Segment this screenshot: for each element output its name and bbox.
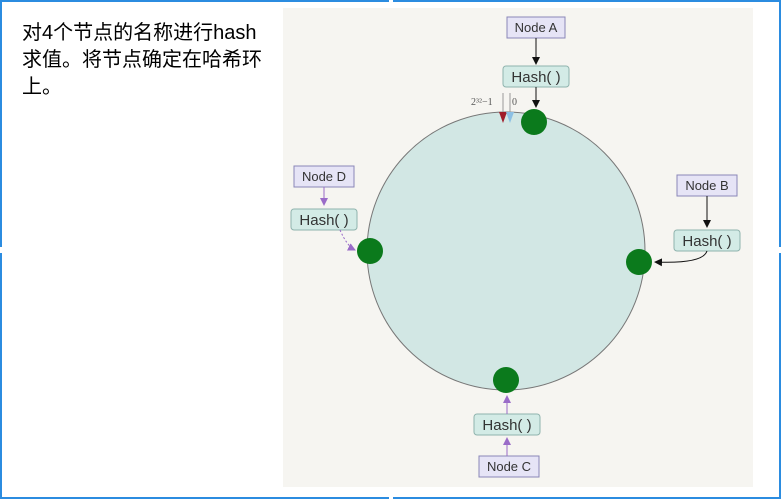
ring-max-label: 2³²−1 (471, 97, 493, 108)
caption-text: 对4个节点的名称进行hash求值。将节点确定在哈希环上。 (22, 22, 262, 98)
node-a-point (521, 109, 547, 135)
hash-a-label: Hash( ) (511, 69, 560, 86)
node-c-label: Node C (487, 459, 531, 474)
frame-border (779, 253, 781, 499)
frame-border (779, 0, 781, 247)
hash-b-label: Hash( ) (682, 233, 731, 250)
ring-max-arrow (499, 112, 507, 123)
node-c-box (478, 455, 540, 478)
ring-zero-label: 0 (512, 97, 517, 108)
node-b-label: Node B (685, 178, 728, 193)
node-d-label: Node D (302, 169, 346, 184)
hash-ring-diagram: 2³²−1 0 Node A Hash( ) Node B Hash( ) No… (283, 8, 753, 487)
node-d-point (357, 238, 383, 264)
hash-d-box (290, 208, 358, 231)
frame-border (393, 0, 781, 2)
hash-ring (366, 111, 646, 391)
frame-border (0, 0, 2, 247)
hash-d-label: Hash( ) (299, 212, 348, 229)
node-b-point (626, 249, 652, 275)
node-c-point (493, 367, 519, 393)
hash-c-label: Hash( ) (482, 417, 531, 434)
ring-zero-arrow (506, 112, 514, 123)
frame-border (0, 497, 389, 499)
frame-border (0, 0, 389, 2)
node-a-label: Node A (515, 20, 558, 35)
frame-border (393, 497, 781, 499)
frame-border (0, 253, 2, 499)
